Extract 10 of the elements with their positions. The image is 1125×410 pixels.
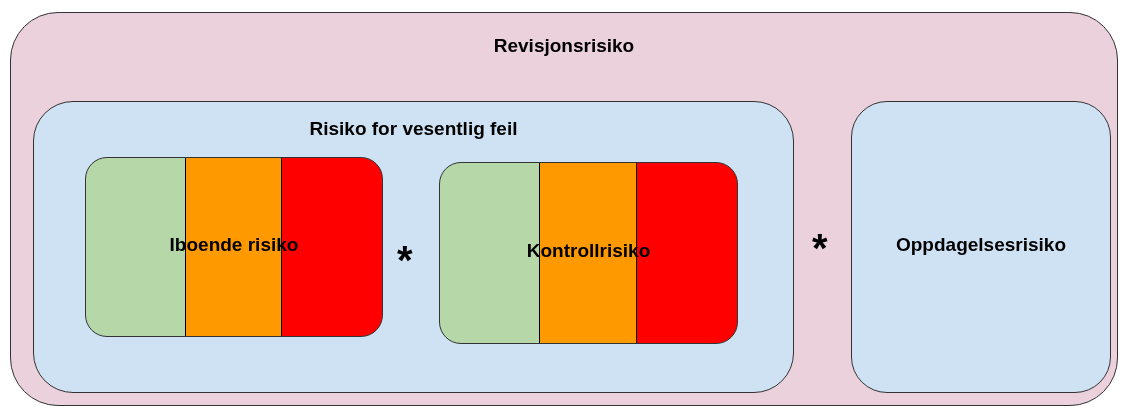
striped-box: [85, 157, 383, 337]
multiplication-sign: *: [812, 228, 828, 268]
rounded-box: [10, 12, 1118, 406]
node-label: Risiko for vesentlig feil: [309, 118, 518, 140]
striped-box: [439, 162, 738, 344]
rounded-box: [851, 101, 1111, 393]
node-label: Oppdagelsesrisiko: [896, 233, 1066, 256]
rounded-box: [33, 101, 794, 393]
node-label: Revisjonsrisiko: [493, 35, 635, 57]
multiplication-sign: *: [397, 240, 413, 280]
